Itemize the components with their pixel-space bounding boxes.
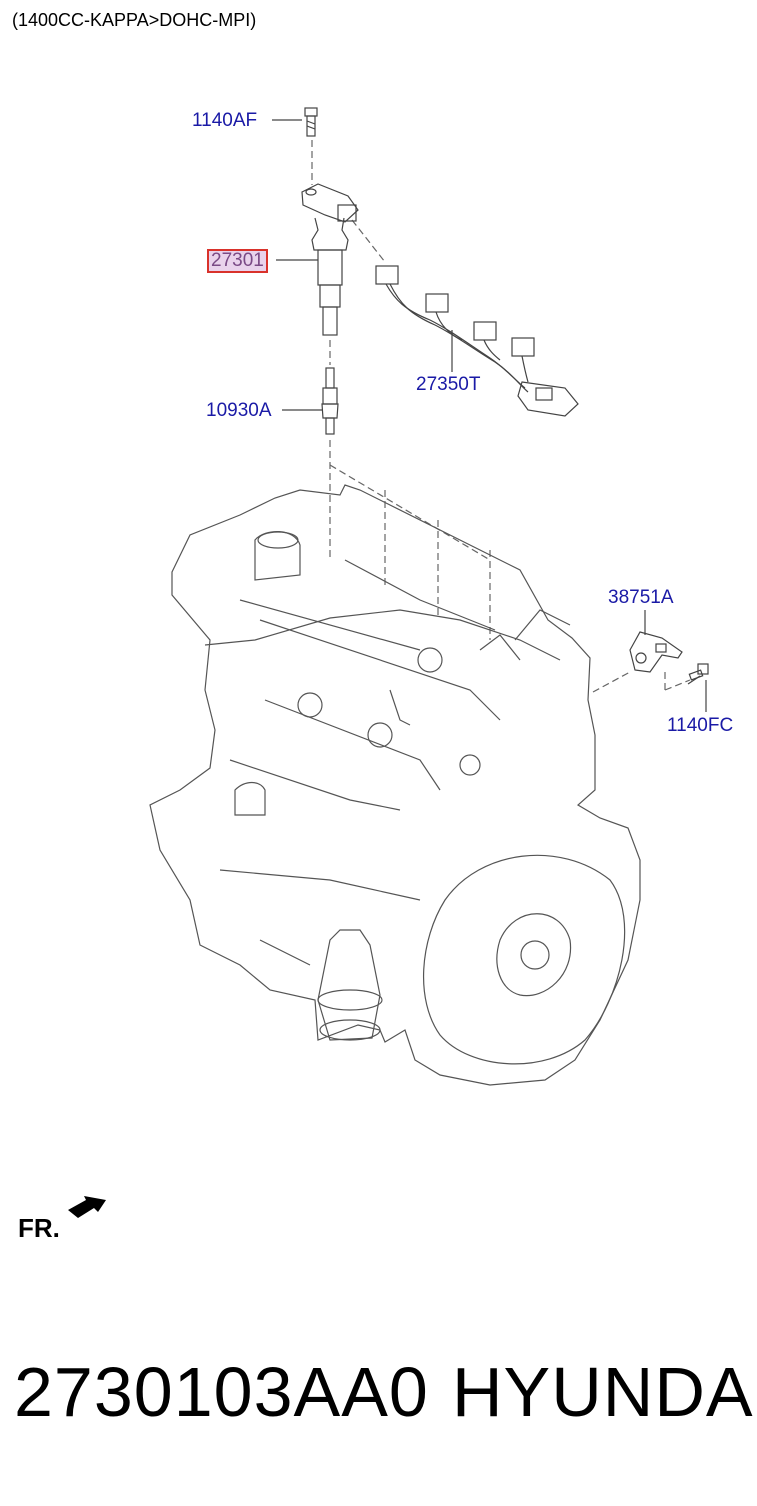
wiring-harness-icon bbox=[375, 265, 579, 417]
engine-block-icon bbox=[149, 484, 641, 1086]
spark-plug-icon bbox=[321, 367, 339, 435]
callout-1140fc[interactable]: 1140FC bbox=[667, 715, 734, 736]
ignition-coil-icon bbox=[301, 183, 359, 336]
callout-1140af[interactable]: 1140AF bbox=[192, 110, 258, 131]
brand-name: HYUNDAI bbox=[452, 1353, 757, 1431]
bolt-1140fc-icon bbox=[687, 663, 709, 685]
callout-10930a[interactable]: 10930A bbox=[206, 400, 272, 421]
callout-38751a[interactable]: 38751A bbox=[608, 587, 674, 608]
callout-27301-highlighted[interactable]: 27301 bbox=[207, 249, 268, 273]
bolt-1140af-icon bbox=[304, 107, 318, 137]
front-arrow-icon bbox=[68, 1196, 106, 1218]
diagram-header: (1400CC-KAPPA>DOHC-MPI) bbox=[12, 10, 257, 30]
sensor-38751a-icon bbox=[629, 631, 683, 673]
callout-27350t[interactable]: 27350T bbox=[416, 374, 481, 395]
front-label: FR. bbox=[18, 1213, 60, 1243]
part-number: 2730103AA0 bbox=[14, 1353, 429, 1431]
